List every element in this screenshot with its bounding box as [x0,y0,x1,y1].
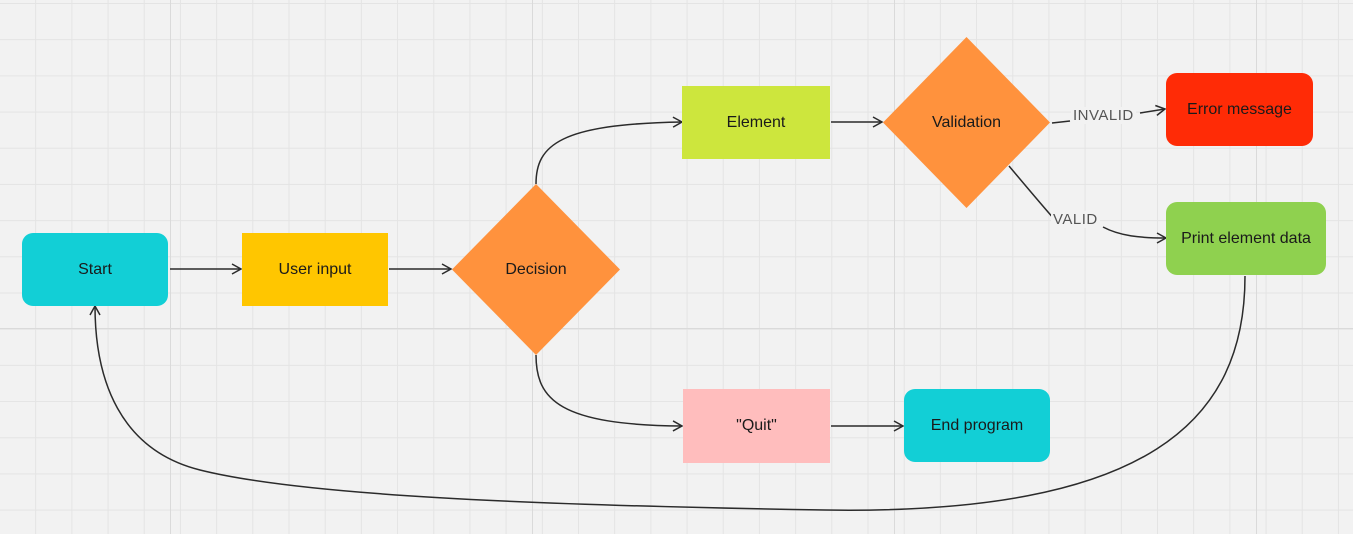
edge-validation-to-print [1008,165,1166,238]
grid-line [894,0,895,534]
node-user-input[interactable]: User input [242,233,388,306]
edge-decision-to-quit [535,354,684,432]
node-label: User input [278,260,352,278]
node-quit[interactable]: "Quit" [683,389,830,463]
node-end-program[interactable]: End program [904,389,1050,462]
node-element[interactable]: Element [682,86,830,159]
grid-line [0,328,1353,329]
node-decision[interactable]: Decision [452,184,620,355]
edge-label-invalid: INVALID [1071,107,1136,124]
edge-label-valid: VALID [1051,211,1100,228]
node-label: "Quit" [736,417,777,434]
node-label: Error message [1187,100,1292,118]
node-validation[interactable]: Validation [883,37,1050,208]
node-label: End program [930,416,1024,434]
grid-line [170,0,171,534]
node-print-element-data[interactable]: Print element data [1166,202,1326,275]
edge-decision-to-element [535,116,684,185]
node-start[interactable]: Start [22,233,168,306]
node-label: Start [78,260,112,278]
node-error-message[interactable]: Error message [1166,73,1313,146]
node-label: Validation [931,113,1002,131]
edge-print-to-start [89,275,1246,511]
edge-validation-to-error [1051,109,1165,124]
node-label: Print element data [1181,229,1311,247]
node-label: Decision [505,260,567,278]
node-label: Element [726,113,786,131]
